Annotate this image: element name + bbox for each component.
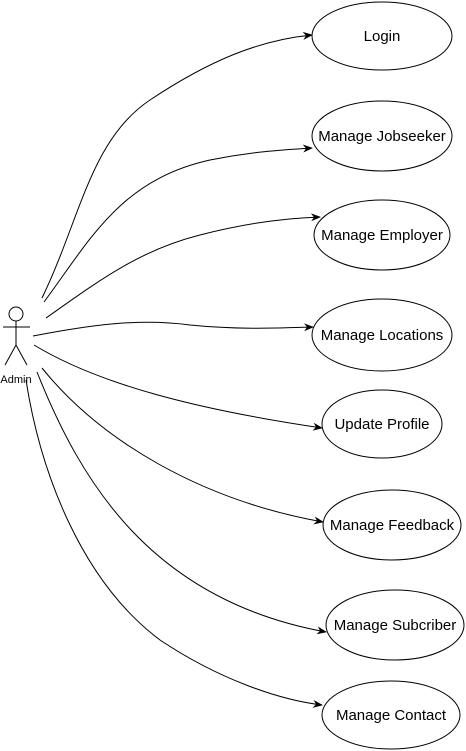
use-case-manage-employer: Manage Employer bbox=[313, 199, 451, 271]
use-case-label: Update Profile bbox=[334, 416, 429, 433]
association-manage-feedback bbox=[41, 367, 324, 525]
actor-label: Admin bbox=[0, 374, 31, 386]
use-case-label: Manage Subcriber bbox=[334, 617, 457, 634]
actor-leg-left bbox=[4, 344, 17, 366]
use-case-login: Login bbox=[311, 1, 453, 71]
use-case-manage-contact: Manage Contact bbox=[321, 680, 461, 750]
associations bbox=[25, 31, 327, 708]
use-case-update-profile: Update Profile bbox=[321, 389, 443, 459]
use-case-label: Manage Contact bbox=[336, 707, 447, 724]
use-case-label: Manage Jobseeker bbox=[318, 128, 446, 145]
use-case-label: Manage Employer bbox=[321, 227, 443, 244]
association-manage-subcriber bbox=[36, 371, 327, 635]
association-update-profile bbox=[33, 344, 323, 431]
actor-head bbox=[8, 306, 24, 322]
use-case-label: Manage Locations bbox=[321, 327, 444, 344]
association-login bbox=[41, 31, 313, 299]
association-manage-employer bbox=[45, 213, 321, 319]
use-case-manage-feedback: Manage Feedback bbox=[322, 489, 462, 561]
use-case-manage-locations: Manage Locations bbox=[311, 298, 453, 372]
use-case-label: Login bbox=[364, 28, 401, 45]
use-case-manage-subcriber: Manage Subcriber bbox=[325, 589, 465, 661]
association-manage-contact bbox=[25, 379, 323, 708]
actor-leg-right bbox=[15, 344, 28, 366]
use-case-manage-jobseeker: Manage Jobseeker bbox=[311, 100, 453, 172]
use-case-label: Manage Feedback bbox=[330, 517, 455, 534]
association-manage-locations bbox=[32, 321, 314, 337]
association-manage-jobseeker bbox=[43, 144, 313, 303]
actor-admin: Admin bbox=[0, 306, 32, 386]
